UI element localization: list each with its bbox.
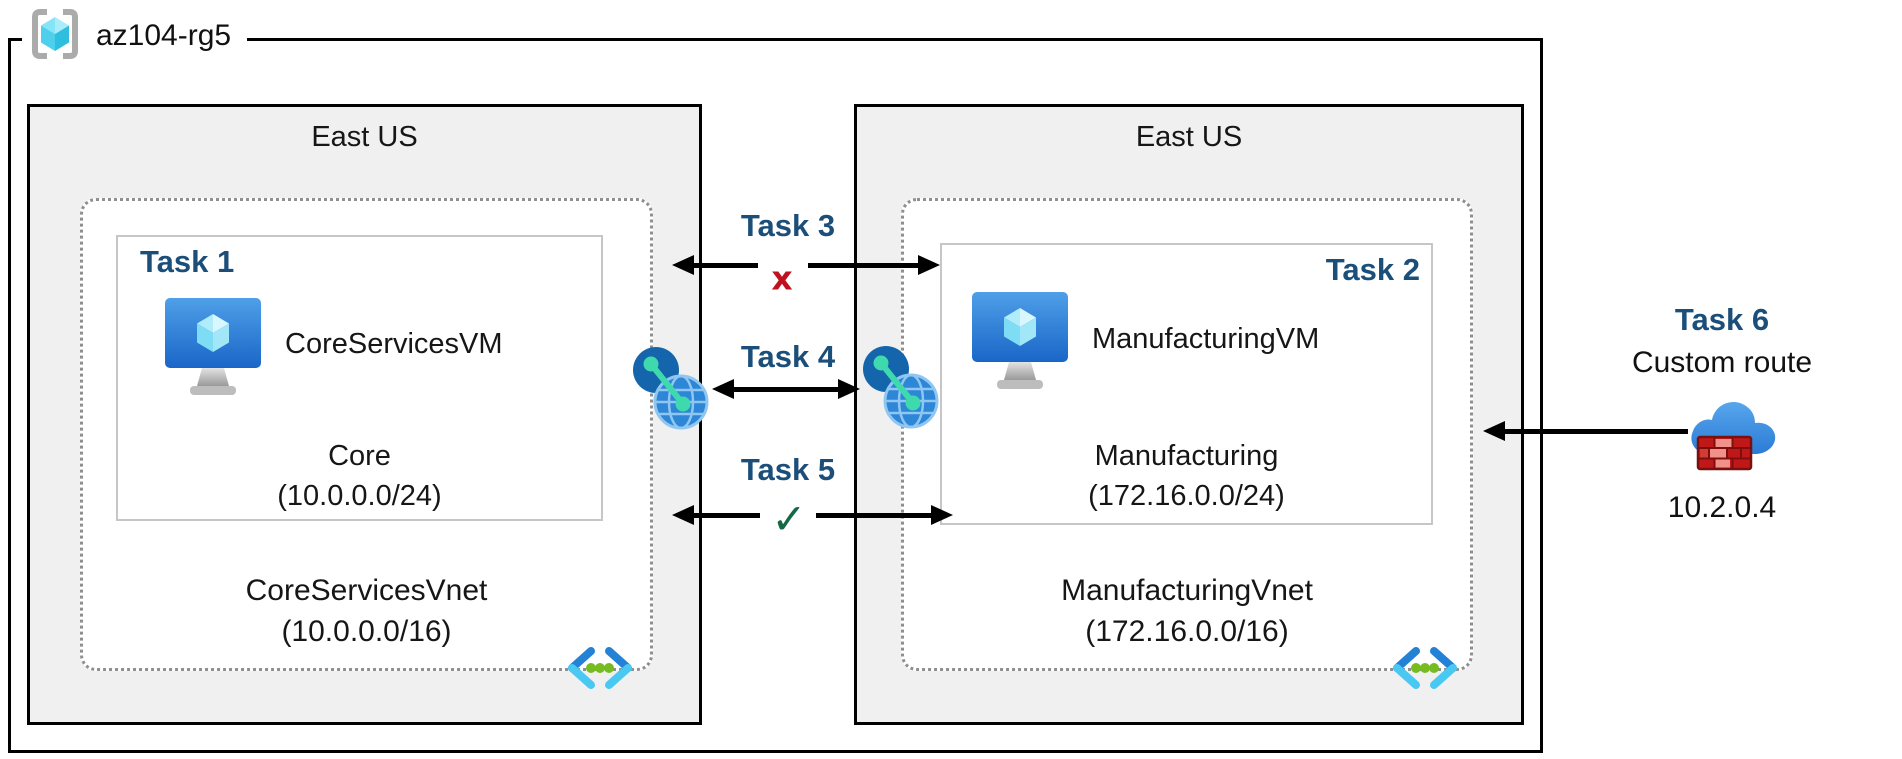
- vnet-peering-icon-left: [631, 346, 711, 435]
- task1-label: Task 1: [140, 244, 235, 279]
- task3-arrowhead-left: [672, 255, 694, 275]
- vnet-coreservices-label: CoreServicesVnet (10.0.0.0/16): [80, 570, 653, 652]
- vnet-manufacturing-label: ManufacturingVnet (172.16.0.0/16): [901, 570, 1473, 652]
- vm-icon-coreservices: [163, 296, 263, 407]
- subnet-core-cidr: (10.0.0.0/24): [277, 480, 442, 512]
- task3-arrow-line: [692, 263, 758, 268]
- firewall-cloud-icon: [1683, 392, 1780, 479]
- task4-arrow-line: [732, 387, 838, 392]
- task2-label: Task 2: [1325, 252, 1420, 287]
- subnet-core-name: Core: [328, 440, 391, 472]
- task3-arrow-line: [808, 263, 918, 268]
- subnet-manufacturing-cidr: (172.16.0.0/24): [1088, 480, 1285, 512]
- task5-arrowhead-left: [672, 505, 694, 525]
- task3-arrowhead-right: [918, 255, 940, 275]
- task4-arrowhead-left: [712, 379, 734, 399]
- virtual-network-icon-right: [1390, 645, 1460, 696]
- subnet-core-label: Core (10.0.0.0/24): [116, 436, 603, 516]
- subnet-manufacturing-name: Manufacturing: [1094, 440, 1279, 472]
- task6-description: Custom route: [1631, 346, 1813, 379]
- task3-blocked-marker: x: [771, 258, 793, 298]
- task6-ip-address: 10.2.0.4: [1667, 491, 1777, 524]
- vnet-coreservices-name: CoreServicesVnet: [245, 574, 488, 607]
- task3-label: Task 3: [740, 208, 836, 243]
- task5-label: Task 5: [740, 452, 836, 487]
- vm-name-coreservices: CoreServicesVM: [285, 328, 503, 360]
- region-right-title: East US: [1135, 121, 1243, 153]
- task5-allowed-marker: ✓: [771, 494, 807, 544]
- task5-arrow-line: [816, 513, 931, 518]
- resource-group-name: az104-rg5: [96, 19, 232, 52]
- vnet-manufacturing-cidr: (172.16.0.0/16): [1085, 615, 1289, 648]
- task4-label: Task 4: [740, 339, 836, 374]
- task6-arrow-line: [1503, 429, 1688, 434]
- vm-name-manufacturing: ManufacturingVM: [1092, 323, 1320, 355]
- vnet-coreservices-cidr: (10.0.0.0/16): [281, 615, 452, 648]
- vm-icon-manufacturing: [970, 290, 1070, 401]
- vnet-manufacturing-name: ManufacturingVnet: [1061, 574, 1313, 607]
- resource-group-border: [8, 38, 1543, 753]
- task5-arrowhead-right: [931, 505, 953, 525]
- subnet-manufacturing-label: Manufacturing (172.16.0.0/24): [940, 436, 1433, 516]
- task6-arrowhead-left: [1483, 421, 1505, 441]
- task4-arrowhead-right: [838, 379, 860, 399]
- subnet-core: [116, 235, 603, 521]
- vnet-peering-icon-right: [861, 345, 941, 434]
- region-left-title: East US: [311, 121, 418, 153]
- task6-label: Task 6: [1674, 302, 1770, 337]
- virtual-network-icon-left: [565, 645, 635, 696]
- resource-group-label: az104-rg5: [22, 6, 248, 66]
- task5-arrow-line: [692, 513, 760, 518]
- resource-group-icon: [28, 7, 82, 66]
